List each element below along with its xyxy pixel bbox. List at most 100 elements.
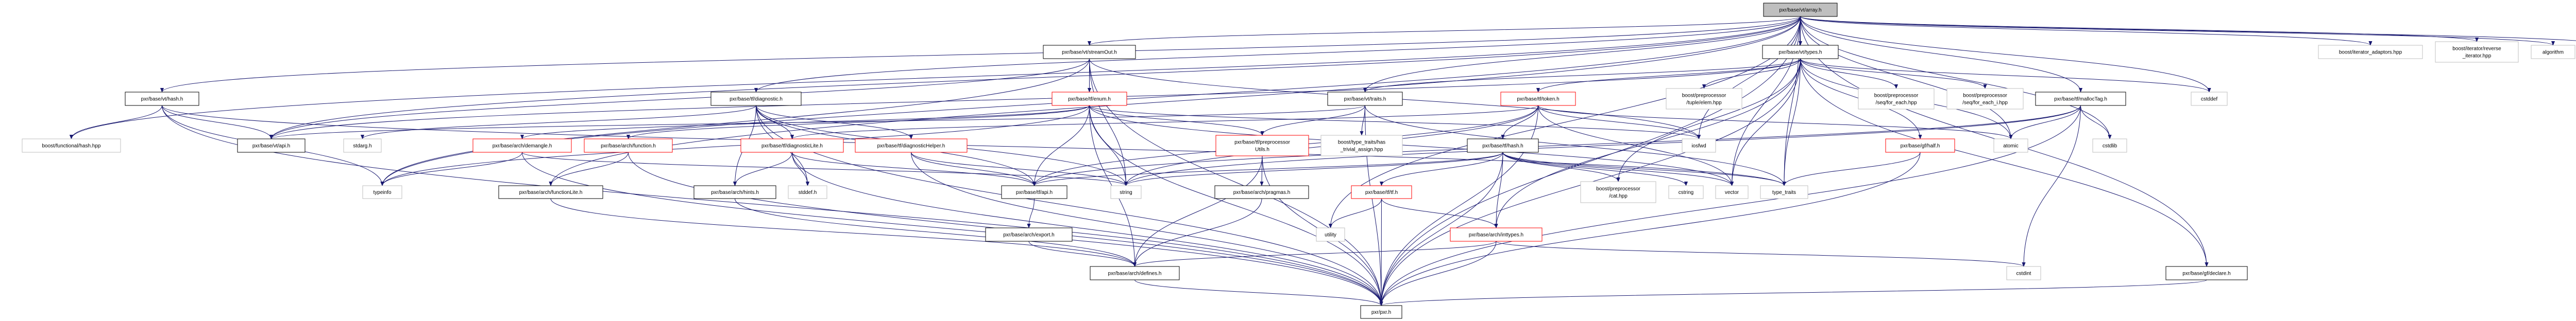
node-box bbox=[1580, 181, 1656, 203]
edge-tf-to-utility bbox=[1328, 198, 1382, 228]
node-box bbox=[1043, 45, 1136, 59]
edge-array-to-memory bbox=[1800, 16, 2576, 41]
node-box bbox=[1360, 305, 1402, 319]
node-box bbox=[740, 138, 844, 153]
graph-node-revIter[interactable]: boost/iterator/reverse_iterator.hpp bbox=[2435, 41, 2519, 63]
graph-node-typeinfo[interactable]: typeinfo bbox=[362, 185, 402, 199]
graph-node-tf[interactable]: pxr/base/tf/tf.h bbox=[1351, 185, 1412, 199]
graph-node-token[interactable]: pxr/base/tf/token.h bbox=[1500, 92, 1576, 106]
node-box bbox=[2318, 45, 2423, 59]
node-label: boost/functional/hash.hpp bbox=[42, 144, 101, 149]
edge-diagLite-to-pxr bbox=[792, 152, 1383, 306]
graph-node-tfapi[interactable]: pxr/base/tf/api.h bbox=[1001, 185, 1067, 199]
graph-node-declare[interactable]: pxr/base/gf/declare.h bbox=[2165, 266, 2248, 280]
graph-node-vthash[interactable]: pxr/base/vt/hash.h bbox=[125, 92, 199, 106]
graph-node-vtapi[interactable]: pxr/base/vt/api.h bbox=[237, 138, 306, 153]
graph-node-hasTrivial[interactable]: boost/type_traits/has_trivial_assign.hpp bbox=[1320, 135, 1403, 156]
graph-node-inttypes[interactable]: pxr/base/arch/inttypes.h bbox=[1450, 227, 1543, 242]
graph-node-funcHash[interactable]: boost/functional/hash.hpp bbox=[22, 138, 121, 153]
graph-node-export[interactable]: pxr/base/arch/export.h bbox=[985, 227, 1073, 242]
graph-node-types[interactable]: pxr/base/vt/types.h bbox=[1762, 45, 1839, 59]
edge-traits-to-vtapi bbox=[269, 105, 1365, 139]
edge-array-to-funcHash bbox=[70, 16, 1801, 139]
graph-node-stddef[interactable]: stddef.h bbox=[788, 185, 827, 199]
graph-node-diagHelper[interactable]: pxr/base/tf/diagnosticHelper.h bbox=[855, 138, 968, 153]
node-label: stdarg.h bbox=[353, 144, 371, 149]
graph-node-string[interactable]: string bbox=[1110, 185, 1142, 199]
graph-node-half[interactable]: pxr/base/gf/half.h bbox=[1885, 138, 1955, 153]
edge-types-to-token bbox=[1536, 58, 1801, 93]
edge-array-to-pxr bbox=[1379, 16, 1801, 306]
graph-node-mallocTag[interactable]: pxr/base/tf/mallocTag.h bbox=[2035, 92, 2126, 106]
graph-node-typeTraits[interactable]: type_traits bbox=[1760, 185, 1808, 199]
graph-node-forEach[interactable]: boost/preprocessor/seq/for_each.hpp bbox=[1858, 88, 1935, 110]
graph-node-pragmas[interactable]: pxr/base/arch/pragmas.h bbox=[1214, 185, 1309, 199]
node-label: boost/preprocessor/seq/for_each.hpp bbox=[1874, 93, 1919, 106]
node-box bbox=[1450, 227, 1543, 242]
node-box bbox=[1351, 185, 1412, 199]
node-box bbox=[2092, 138, 2127, 153]
edge-diagLite-to-hints bbox=[733, 152, 792, 186]
node-label: pxr/base/arch/functionLite.h bbox=[519, 190, 583, 195]
edge-types-to-vtapi bbox=[269, 58, 1801, 139]
edge-types-to-inttypes bbox=[1494, 58, 1801, 228]
node-box bbox=[498, 185, 603, 199]
node-box bbox=[855, 138, 968, 153]
node-label: boost/preprocessor/cat.hpp bbox=[1596, 186, 1640, 199]
graph-node-diagnostic[interactable]: pxr/base/tf/diagnostic.h bbox=[710, 92, 802, 106]
edge-enum-to-string bbox=[1089, 105, 1128, 186]
graph-node-forEachI[interactable]: boost/preprocessor/seq/for_each_i.hpp bbox=[1946, 88, 2024, 110]
graph-node-hints[interactable]: pxr/base/arch/hints.h bbox=[693, 185, 776, 199]
graph-node-tupleElem[interactable]: boost/preprocessor/tuple/elem.hpp bbox=[1666, 88, 1742, 110]
graph-node-funcLite[interactable]: pxr/base/arch/functionLite.h bbox=[498, 185, 603, 199]
graph-node-algorithm[interactable]: algorithm bbox=[2531, 45, 2575, 59]
node-box bbox=[1001, 185, 1067, 199]
edge-enum-to-typeinfo bbox=[380, 105, 1090, 186]
graph-node-streamOut[interactable]: pxr/base/vt/streamOut.h bbox=[1043, 45, 1136, 59]
graph-node-array[interactable]: pxr/base/vt/array.h bbox=[1763, 3, 1838, 17]
graph-node-function[interactable]: pxr/base/arch/function.h bbox=[584, 138, 673, 153]
edge-token-to-vector bbox=[1538, 105, 1734, 186]
node-label: pxr/base/arch/demangle.h bbox=[493, 144, 552, 149]
node-label: cstdlib bbox=[2103, 144, 2117, 149]
graph-node-stdarg[interactable]: stdarg.h bbox=[343, 138, 382, 153]
node-box bbox=[693, 185, 776, 199]
graph-node-iosfwd[interactable]: iosfwd bbox=[1682, 138, 1716, 153]
node-label: pxr/base/vt/api.h bbox=[252, 144, 290, 149]
graph-node-cstdint[interactable]: cstdint bbox=[2006, 266, 2041, 280]
node-box bbox=[788, 185, 827, 199]
node-label: pxr/base/arch/pragmas.h bbox=[1233, 190, 1291, 195]
node-label: cstddef bbox=[2201, 97, 2217, 102]
graph-node-demangle[interactable]: pxr/base/arch/demangle.h bbox=[472, 138, 572, 153]
graph-node-cstdlib[interactable]: cstdlib bbox=[2092, 138, 2127, 153]
node-box bbox=[237, 138, 306, 153]
edge-mallocTag-to-cstdint bbox=[2022, 105, 2081, 267]
edge-types-to-typeTraits bbox=[1782, 58, 1801, 186]
graph-node-utility[interactable]: utility bbox=[1316, 227, 1345, 242]
node-box bbox=[22, 138, 121, 153]
edge-types-to-tupleElem bbox=[1702, 58, 1801, 89]
node-box bbox=[2191, 92, 2228, 106]
node-box bbox=[584, 138, 673, 153]
node-label: boost/type_traits/has_trivial_assign.hpp bbox=[1338, 140, 1385, 153]
node-label: pxr/pxr.h bbox=[1371, 310, 1391, 315]
graph-node-diagLite[interactable]: pxr/base/tf/diagnosticLite.h bbox=[740, 138, 844, 153]
graph-node-vector[interactable]: vector bbox=[1715, 185, 1749, 199]
graph-node-cstring[interactable]: cstring bbox=[1668, 185, 1704, 199]
graph-node-cat[interactable]: boost/preprocessor/cat.hpp bbox=[1580, 181, 1656, 203]
node-box bbox=[1327, 92, 1403, 106]
graph-node-defines[interactable]: pxr/base/arch/defines.h bbox=[1090, 266, 1180, 280]
edge-mallocTag-to-string bbox=[1124, 105, 2081, 186]
graph-node-cstddef[interactable]: cstddef bbox=[2191, 92, 2228, 106]
edge-mallocTag-to-cstdlib bbox=[2080, 105, 2112, 139]
edge-streamOut-to-vtapi bbox=[269, 58, 1090, 139]
graph-node-pxr[interactable]: pxr/pxr.h bbox=[1360, 305, 1402, 319]
graph-node-atomic[interactable]: atomic bbox=[1993, 138, 2028, 153]
graph-node-tfhash[interactable]: pxr/base/tf/hash.h bbox=[1467, 138, 1539, 153]
graph-node-enum[interactable]: pxr/base/tf/enum.h bbox=[1052, 92, 1127, 106]
graph-node-iterAdaptors[interactable]: boost/iterator_adaptors.hpp bbox=[2318, 45, 2423, 59]
graph-node-traits[interactable]: pxr/base/vt/traits.h bbox=[1327, 92, 1403, 106]
edge-function-to-funcLite bbox=[549, 152, 629, 186]
